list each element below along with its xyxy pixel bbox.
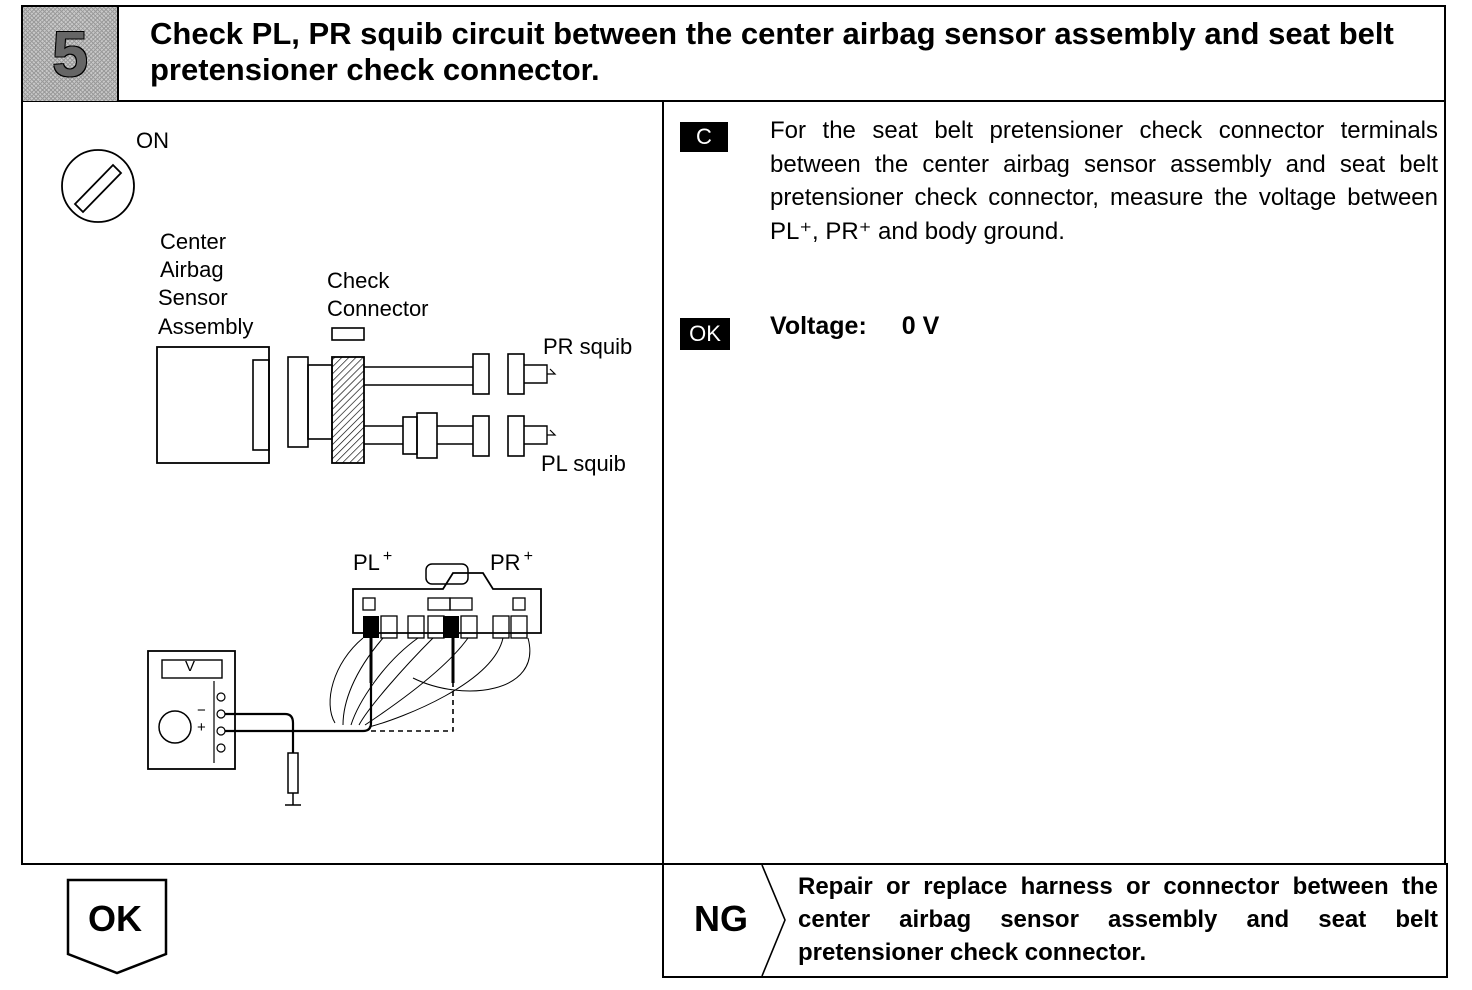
ok-result-label: OK	[88, 898, 142, 939]
tag-c: C	[680, 122, 728, 152]
voltage-value: 0 V	[901, 312, 940, 340]
tag-ok: OK	[680, 318, 730, 350]
ng-result-label: NG	[694, 898, 748, 939]
sensor-label-line2: Airbag	[160, 257, 224, 282]
ok-result-arrow	[66, 878, 168, 975]
sensor-label-line3: Sensor	[158, 285, 228, 310]
sensor-assembly-box	[156, 346, 270, 464]
voltmeter-icon	[147, 650, 236, 770]
sensor-label-line4: Assembly	[158, 314, 254, 339]
pr-squib-label: PR squib	[543, 334, 633, 359]
connector-face	[329, 563, 542, 728]
pl-plus-label: PL+	[353, 548, 393, 575]
ng-result-box	[662, 863, 1448, 978]
check-connector-label-line1: Check	[327, 268, 390, 293]
step-number-box	[23, 7, 119, 101]
check-connector-label-line2: Connector	[327, 296, 429, 321]
meter-minus-label: −	[197, 702, 206, 719]
column-divider	[662, 101, 664, 977]
pr-plus-label: PR+	[490, 548, 533, 575]
instruction-text: For the seat belt pretensioner check con…	[770, 117, 1438, 245]
step-number: 5	[52, 18, 88, 90]
ignition-on-label: ON	[136, 128, 169, 153]
ng-chevron	[761, 865, 786, 976]
sensor-label-line1: Center	[160, 229, 227, 254]
voltage-spec: Voltage: 0 V	[770, 312, 939, 341]
wiring-diagram	[61, 149, 557, 806]
voltage-label: Voltage:	[770, 312, 867, 340]
ignition-switch-icon	[61, 149, 135, 223]
step-header	[21, 5, 1446, 102]
pl-squib-label: PL squib	[541, 451, 626, 476]
test-leads	[225, 683, 454, 806]
check-connector-shape	[287, 327, 557, 464]
meter-unit-label: V	[185, 658, 196, 675]
meter-plus-label: +	[197, 719, 206, 736]
step-title: Check PL, PR squib circuit between the c…	[150, 16, 1394, 87]
ng-result-text: Repair or replace harness or connector b…	[798, 873, 1438, 966]
